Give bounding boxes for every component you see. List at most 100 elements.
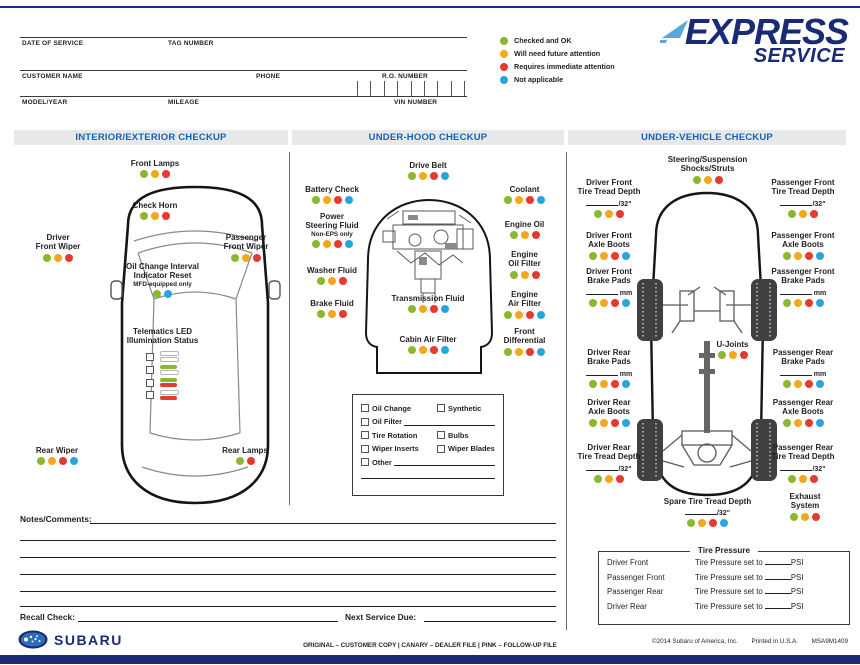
status-dot-blue[interactable] bbox=[537, 196, 545, 205]
status-dot-green[interactable] bbox=[509, 270, 518, 279]
status-dot-blue[interactable] bbox=[815, 251, 824, 260]
status-dots[interactable] bbox=[95, 289, 230, 298]
checkbox-icon[interactable] bbox=[361, 444, 369, 453]
checklist-oil-filter[interactable]: Oil Filter bbox=[361, 417, 402, 426]
status-dot-blue[interactable] bbox=[815, 379, 824, 388]
psi-blank[interactable] bbox=[764, 557, 791, 565]
notes-line[interactable] bbox=[90, 523, 556, 524]
status-dot-red[interactable] bbox=[531, 231, 540, 240]
status-dot-blue[interactable] bbox=[440, 346, 449, 355]
status-dot-amber[interactable] bbox=[605, 474, 613, 483]
status-dot-amber[interactable] bbox=[698, 519, 706, 528]
status-dot-amber[interactable] bbox=[703, 175, 712, 184]
status-dot-green[interactable] bbox=[235, 457, 244, 466]
status-dots[interactable] bbox=[378, 172, 478, 181]
measurement-blank[interactable] bbox=[684, 507, 717, 516]
status-dots[interactable] bbox=[558, 474, 660, 483]
status-dots[interactable] bbox=[482, 270, 567, 279]
status-dots[interactable] bbox=[200, 457, 290, 466]
status-dots[interactable] bbox=[765, 512, 845, 521]
status-dot-red[interactable] bbox=[58, 457, 67, 466]
status-dot-red[interactable] bbox=[812, 512, 820, 521]
checkbox-icon[interactable] bbox=[437, 404, 445, 412]
status-dot-green[interactable] bbox=[788, 474, 796, 483]
checklist-wiper-inserts[interactable]: Wiper Inserts bbox=[361, 444, 437, 453]
status-dots[interactable] bbox=[288, 310, 376, 319]
status-dot-red[interactable] bbox=[804, 251, 813, 260]
status-dots[interactable] bbox=[752, 474, 854, 483]
psi-blank[interactable] bbox=[764, 601, 791, 609]
status-dot-red[interactable] bbox=[810, 209, 818, 218]
status-dot-green[interactable] bbox=[588, 251, 597, 260]
status-dot-blue[interactable] bbox=[344, 239, 353, 248]
status-dot-red[interactable] bbox=[339, 277, 347, 286]
status-dot-red[interactable] bbox=[616, 474, 624, 483]
status-dots[interactable] bbox=[482, 347, 567, 356]
status-dot-green[interactable] bbox=[594, 209, 602, 218]
status-dot-blue[interactable] bbox=[344, 196, 353, 205]
status-dot-red[interactable] bbox=[610, 298, 619, 307]
field-line[interactable] bbox=[20, 70, 467, 71]
status-dot-blue[interactable] bbox=[621, 298, 630, 307]
status-dot-red[interactable] bbox=[610, 251, 619, 260]
status-dot-blue[interactable] bbox=[164, 289, 172, 298]
status-dot-red[interactable] bbox=[804, 298, 813, 307]
status-dot-amber[interactable] bbox=[599, 298, 608, 307]
status-dots[interactable] bbox=[640, 519, 775, 528]
status-dot-green[interactable] bbox=[717, 351, 726, 360]
status-dots[interactable] bbox=[288, 196, 376, 205]
status-dots[interactable] bbox=[752, 379, 854, 388]
checklist-synthetic[interactable]: Synthetic bbox=[437, 404, 495, 413]
checkbox-icon[interactable] bbox=[146, 378, 154, 387]
status-dot-red[interactable] bbox=[739, 351, 748, 360]
status-dot-green[interactable] bbox=[317, 277, 325, 286]
status-dot-red[interactable] bbox=[526, 196, 534, 205]
notes-line[interactable] bbox=[20, 591, 556, 592]
status-dot-red[interactable] bbox=[709, 519, 717, 528]
status-dot-red[interactable] bbox=[804, 379, 813, 388]
next-service-line[interactable] bbox=[424, 621, 556, 622]
status-dot-amber[interactable] bbox=[799, 209, 807, 218]
measurement-blank[interactable] bbox=[780, 463, 813, 471]
status-dot-green[interactable] bbox=[594, 474, 602, 483]
status-dots[interactable] bbox=[752, 209, 854, 218]
status-dots[interactable] bbox=[558, 209, 660, 218]
status-dot-red[interactable] bbox=[616, 209, 624, 218]
status-dots[interactable] bbox=[695, 351, 770, 360]
status-dot-green[interactable] bbox=[140, 212, 148, 221]
status-dot-green[interactable] bbox=[311, 196, 320, 205]
measurement-blank[interactable] bbox=[779, 368, 812, 376]
status-dots[interactable] bbox=[368, 346, 488, 355]
status-dot-amber[interactable] bbox=[605, 209, 613, 218]
measurement-blank[interactable] bbox=[585, 287, 618, 295]
recall-check-line[interactable] bbox=[78, 621, 338, 622]
status-dots[interactable] bbox=[10, 253, 106, 262]
status-dot-amber[interactable] bbox=[520, 231, 529, 240]
field-line[interactable] bbox=[20, 37, 467, 38]
checkbox-icon[interactable] bbox=[437, 444, 445, 453]
status-dot-green[interactable] bbox=[782, 379, 791, 388]
status-dots[interactable] bbox=[752, 298, 854, 307]
status-dots[interactable] bbox=[105, 170, 205, 179]
status-dot-green[interactable] bbox=[231, 253, 239, 262]
status-dot-amber[interactable] bbox=[793, 379, 802, 388]
status-dot-blue[interactable] bbox=[621, 379, 630, 388]
status-dot-red[interactable] bbox=[526, 347, 534, 356]
status-dot-amber[interactable] bbox=[322, 196, 331, 205]
status-dots[interactable] bbox=[752, 251, 854, 260]
status-dot-green[interactable] bbox=[788, 209, 796, 218]
status-dot-red[interactable] bbox=[333, 196, 342, 205]
status-dot-amber[interactable] bbox=[728, 351, 737, 360]
status-dot-amber[interactable] bbox=[515, 196, 523, 205]
status-dots[interactable] bbox=[368, 305, 488, 314]
status-dot-green[interactable] bbox=[153, 289, 161, 298]
status-dot-blue[interactable] bbox=[69, 457, 78, 466]
status-dot-green[interactable] bbox=[782, 298, 791, 307]
psi-blank[interactable] bbox=[764, 586, 791, 595]
status-dot-green[interactable] bbox=[782, 418, 791, 427]
status-dot-green[interactable] bbox=[504, 310, 512, 319]
status-dot-amber[interactable] bbox=[515, 347, 523, 356]
checkbox-icon[interactable] bbox=[437, 431, 445, 439]
status-dot-red[interactable] bbox=[810, 474, 818, 483]
status-dot-red[interactable] bbox=[429, 172, 438, 181]
